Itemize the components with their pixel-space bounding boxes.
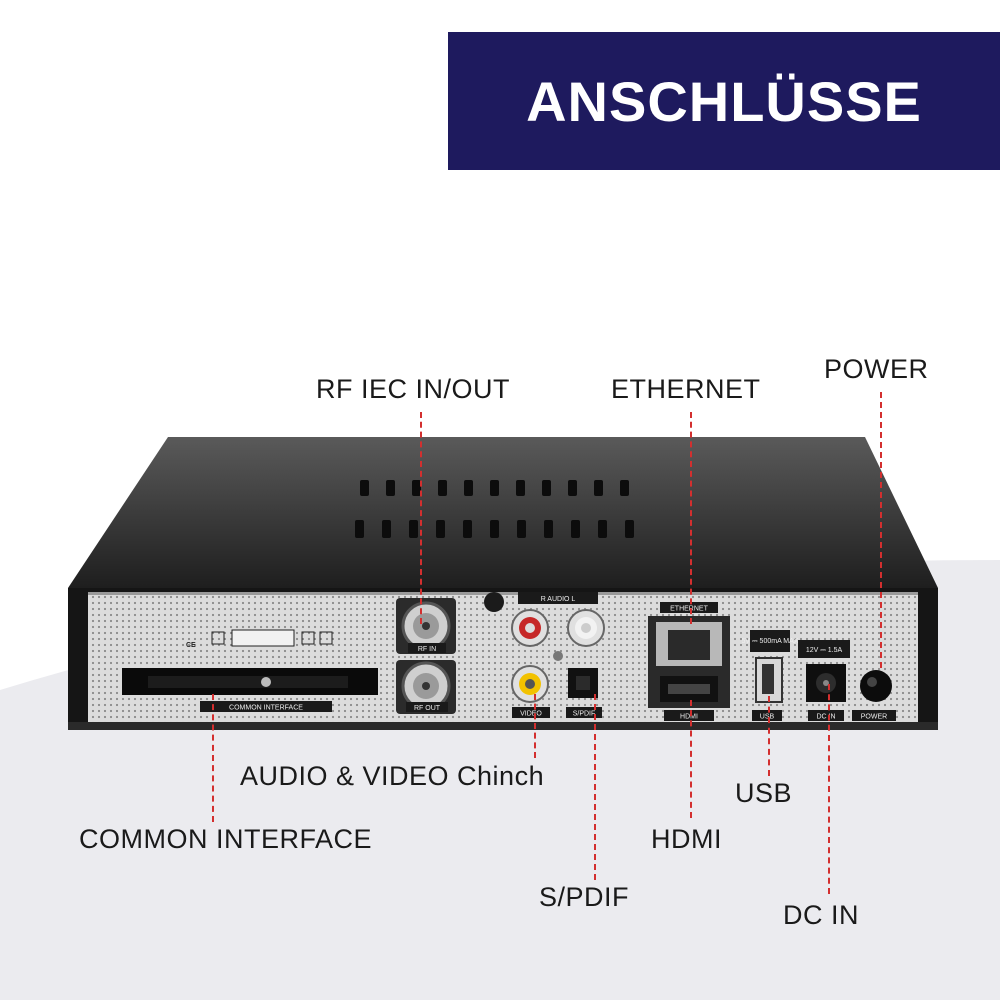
label-audio-video: AUDIO & VIDEO Chinch	[240, 761, 545, 791]
svg-text:12V ⎓ 1.5A: 12V ⎓ 1.5A	[806, 647, 843, 654]
leader-audio-video	[534, 694, 536, 758]
label-rf-iec: RF IEC IN/OUT	[316, 374, 510, 404]
dc-in-connector: 12V ⎓ 1.5A DC IN	[798, 640, 850, 721]
ethernet-hdmi-block: ETHERNET HDMI	[648, 602, 730, 721]
svg-text:USB: USB	[760, 714, 775, 721]
label-usb: USB	[735, 778, 793, 808]
page-title: ANSCHLÜSSE	[526, 69, 922, 133]
leader-hdmi	[690, 700, 692, 818]
leader-dc-in	[828, 684, 830, 894]
svg-text:RF IN: RF IN	[418, 646, 436, 653]
top-vents	[355, 480, 634, 538]
label-dc-in: DC IN	[783, 900, 859, 930]
leader-common-interface	[212, 694, 214, 822]
label-ethernet: ETHERNET	[611, 374, 761, 404]
svg-text:CE: CE	[186, 642, 196, 649]
leader-ethernet	[690, 412, 692, 624]
title-banner: ANSCHLÜSSE	[448, 32, 1000, 170]
leader-usb	[768, 696, 770, 776]
leader-power	[880, 392, 882, 668]
svg-text:COMMON INTERFACE: COMMON INTERFACE	[229, 705, 303, 712]
label-power: POWER	[824, 354, 929, 384]
rf-connectors: RF IN RF OUT	[396, 598, 456, 714]
svg-text:R AUDIO L: R AUDIO L	[541, 596, 576, 603]
svg-text:5V ⎓ 500mA MAX: 5V ⎓ 500mA MAX	[742, 638, 799, 645]
audio-video-connectors: R AUDIO L VIDEO	[511, 592, 605, 718]
svg-text:ETHERNET: ETHERNET	[670, 606, 708, 613]
svg-text:S/PDIF: S/PDIF	[573, 711, 596, 718]
svg-text:POWER: POWER	[861, 714, 887, 721]
label-hdmi: HDMI	[651, 824, 722, 854]
svg-text:DC IN: DC IN	[816, 714, 835, 721]
label-common-interface: COMMON INTERFACE	[79, 824, 373, 854]
device-top-cover	[68, 437, 938, 588]
svg-text:HDMI: HDMI	[680, 714, 698, 721]
leader-spdif	[594, 694, 596, 880]
spdif-connector: S/PDIF	[566, 668, 602, 718]
power-switch: POWER	[852, 670, 896, 721]
svg-text:RF OUT: RF OUT	[414, 705, 441, 712]
leader-rf	[420, 412, 422, 624]
common-interface-slot: COMMON INTERFACE	[122, 668, 378, 712]
panel-screw	[484, 592, 504, 612]
svg-text:VIDEO: VIDEO	[520, 711, 542, 718]
label-spdif: S/PDIF	[539, 882, 630, 912]
certification-marks: CE	[186, 629, 333, 649]
usb-connector: 5V ⎓ 500mA MAX USB	[742, 630, 799, 721]
